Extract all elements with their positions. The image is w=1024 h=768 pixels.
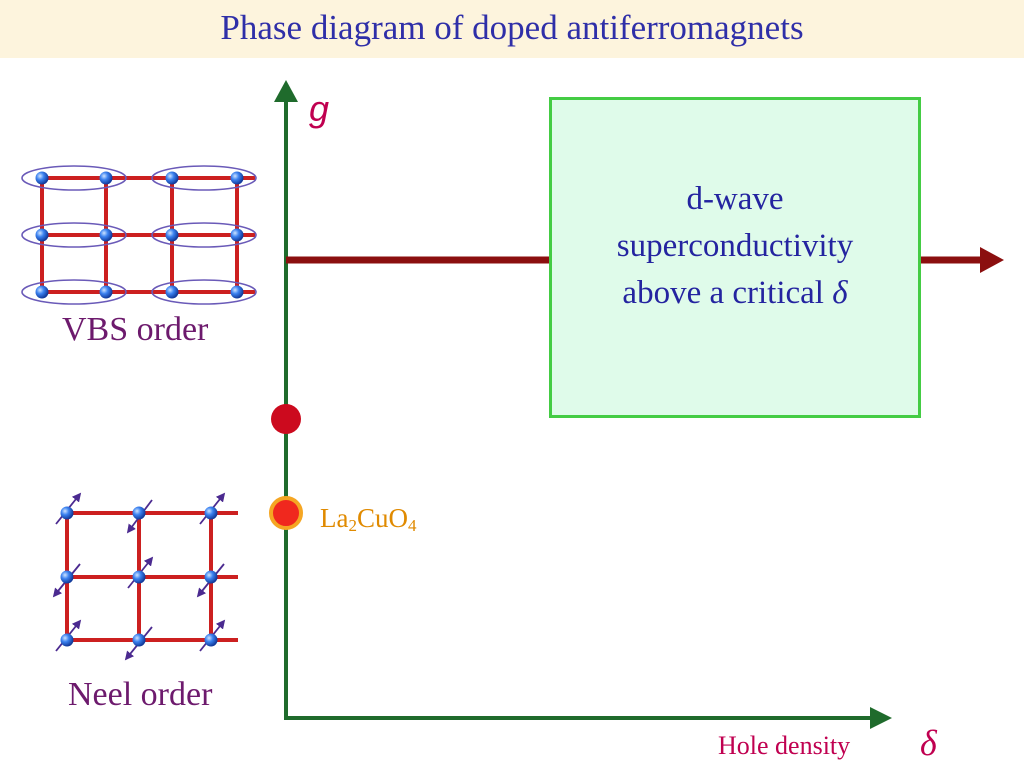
- la2cuo4-point: [269, 496, 303, 530]
- neel-lattice: [52, 492, 238, 661]
- superconductivity-region: d-wave superconductivity above a critica…: [549, 97, 921, 418]
- vbs-lattice: [21, 165, 257, 305]
- vbs-dimer-rings: [21, 165, 257, 305]
- title-bar: [0, 0, 1024, 58]
- critical-point: [271, 404, 301, 434]
- la2cuo4-name-a: La: [320, 503, 349, 533]
- la2cuo4-sub-b: 4: [408, 516, 417, 535]
- y-axis-arrowhead: [274, 80, 298, 102]
- vbs-sites: [35, 171, 244, 299]
- neel-sites: [60, 506, 218, 647]
- sc-line-3-text: above a critical: [622, 275, 824, 311]
- sc-line-2: superconductivity: [616, 228, 854, 264]
- la2cuo4-label: La2CuO4: [320, 503, 417, 536]
- transition-line-arrowhead: [980, 247, 1004, 273]
- vbs-bonds: [40, 176, 255, 294]
- page-title: Phase diagram of doped antiferromagnets: [220, 8, 804, 47]
- sc-line-1: d-wave: [686, 181, 784, 217]
- y-axis-label: g: [309, 88, 330, 129]
- neel-order-label: Neel order: [68, 676, 213, 713]
- superconductivity-label: d-wave superconductivity above a critica…: [552, 176, 918, 317]
- la2cuo4-sub-a: 2: [348, 516, 357, 535]
- la2cuo4-name-b: CuO: [356, 503, 408, 533]
- x-axis-arrowhead: [870, 707, 892, 729]
- vbs-order-label: VBS order: [62, 311, 209, 348]
- sc-line-3: above a critical δ: [552, 270, 918, 317]
- x-axis-symbol: δ: [920, 723, 937, 763]
- sc-delta-symbol: δ: [832, 275, 848, 311]
- x-axis-label: Hole density: [718, 731, 851, 760]
